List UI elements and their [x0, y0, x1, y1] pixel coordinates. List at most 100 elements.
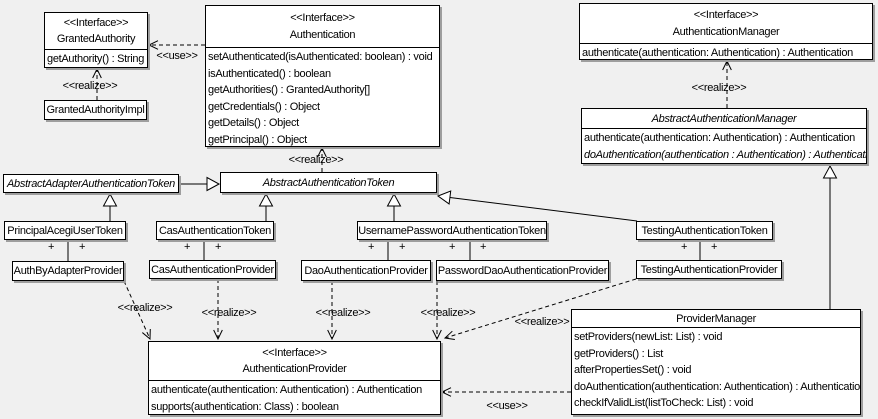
edge-realize-abstractauthenticationtoken-to-authentication[interactable]	[317, 146, 327, 172]
method-text: authenticate(authentication: Authenticat…	[584, 132, 855, 144]
open-arrowhead-icon	[440, 387, 452, 397]
open-arrowhead-icon	[142, 328, 151, 341]
methods-compartment: setAuthenticated(isAuthenticated: boolea…	[206, 47, 439, 150]
methods-compartment: getAuthority() : String	[45, 49, 147, 69]
methods-compartment: authenticate(authentication: Authenticat…	[582, 128, 866, 164]
class-name: GrantedAuthority	[56, 33, 136, 45]
edge-label: <<use>>	[156, 50, 197, 62]
edge-realize-abstractauthenticationmanager-to-authenticationmanager[interactable]	[722, 59, 732, 108]
class-title-compartment: <<Interface>> GrantedAuthority	[45, 13, 147, 49]
open-arrowhead-icon	[92, 67, 102, 79]
method-text: authenticate(authentication: Authenticat…	[151, 384, 422, 396]
edge-realize-testingauthenticationprovider-to-authenticationprovider[interactable]	[443, 278, 637, 340]
stereotype-label: <<Interface>>	[63, 17, 129, 29]
method-text: doAuthentication(authentication: Authent…	[574, 380, 860, 393]
edge-gen-providermanager-to-abstractauthenticationmanager[interactable]	[822, 164, 838, 309]
generalization-triangle-icon	[386, 192, 402, 207]
edge-use-authentication-to-grantedauthority[interactable]	[147, 40, 205, 50]
class-dao-authentication-provider[interactable]: DaoAuthenticationProvider	[301, 260, 431, 281]
edge-realize-casauthenticationprovider-to-authenticationprovider[interactable]	[213, 279, 223, 341]
edge-gen-usernamepasswordauthenticationtoken-to-abstractauthenticationtoken[interactable]	[386, 192, 402, 221]
stereotype-label: <<Interface>>	[262, 346, 327, 359]
generalization-triangle-icon	[206, 176, 221, 192]
class-auth-by-adapter-provider[interactable]: AuthByAdapterProvider	[12, 261, 124, 281]
class-testing-authentication-token[interactable]: TestingAuthenticationToken	[636, 221, 773, 240]
open-arrowhead-icon	[317, 146, 327, 158]
class-testing-authentication-provider[interactable]: TestingAuthenticationProvider	[636, 260, 782, 279]
class-title-compartment: GrantedAuthorityImpl	[45, 101, 146, 119]
class-name: UsernamePasswordAuthenticationToken	[358, 224, 546, 237]
class-granted-authority-impl[interactable]: GrantedAuthorityImpl	[44, 100, 147, 120]
class-password-dao-authentication-provider[interactable]: PasswordDaoAuthenticationProvider	[436, 260, 609, 281]
edge-label: <<realize>>	[118, 302, 173, 314]
method-text: supports(authentication: Class) : boolea…	[151, 400, 339, 413]
class-name: TestingAuthenticationProvider	[640, 263, 778, 276]
class-title-compartment: AbstractAuthenticationToken	[221, 173, 436, 192]
class-cas-authentication-provider[interactable]: CasAuthenticationProvider	[149, 260, 276, 279]
methods-compartment: authenticate(authentication: Authenticat…	[149, 380, 440, 416]
class-authentication-provider[interactable]: <<Interface>> AuthenticationProvider authe…	[148, 341, 441, 415]
edge-use-providermanager-to-authenticationprovider[interactable]	[440, 387, 571, 397]
edge-gen-principalacegiusertoken-to-abstractadapterauthenticationtoken[interactable]	[102, 192, 118, 221]
class-principal-acegi-user-token[interactable]: PrincipalAcegiUserToken	[4, 221, 126, 240]
stereotype-label: <<Interface>>	[693, 9, 759, 21]
edge-label: +	[480, 241, 486, 253]
class-title-compartment: <<Interface>>Authentication	[206, 6, 439, 47]
edge-realize-passworddaoauthenticationprovider-to-authenticationprovider[interactable]	[432, 281, 442, 341]
class-title-compartment: AuthByAdapterProvider	[13, 262, 123, 280]
class-title-compartment: <<Interface>> AuthenticationProvider	[149, 342, 440, 380]
edge-gen-testingauthenticationtoken-to-abstractauthenticationtoken[interactable]	[436, 190, 638, 222]
method-text: getDetails() : Object	[208, 117, 299, 130]
edge-realize-daoauthenticationprovider-to-authenticationprovider[interactable]	[327, 281, 337, 341]
method-text: isAuthenticated() : boolean	[208, 67, 331, 80]
edge-gen-abstractadapterauthenticationtoken-to-abstractauthenticationtoken[interactable]	[179, 176, 221, 192]
edge-realize-authbyadapterprovider-to-authenticationprovider[interactable]	[123, 280, 151, 341]
edge-label: <<use>>	[486, 400, 527, 412]
class-abstract-adapter-authentication-token[interactable]: AbstractAdapterAuthenticationToken	[3, 174, 179, 193]
class-name: AuthenticationProvider	[242, 363, 347, 376]
class-name: CasAuthenticationProvider	[151, 263, 274, 276]
edge-label: +	[368, 241, 374, 253]
generalization-triangle-icon	[822, 164, 838, 179]
class-abstract-authentication-token[interactable]: AbstractAuthenticationToken	[220, 172, 437, 193]
generalization-triangle-icon	[258, 192, 274, 207]
edge-label: +	[79, 241, 85, 253]
method-text: setAuthenticated(isAuthenticated: boolea…	[208, 51, 433, 63]
generalization-triangle-icon	[436, 190, 452, 205]
method-text: setProviders(newList: List) : void	[574, 331, 723, 343]
edge-realize-grantedauthorityimpl-to-grantedauthority[interactable]	[92, 67, 102, 100]
edge-label: <<realize>>	[692, 82, 747, 94]
open-arrowhead-icon	[327, 329, 337, 341]
open-arrowhead-icon	[443, 330, 455, 340]
class-name: PasswordDaoAuthenticationProvider	[437, 264, 608, 277]
class-title-compartment: PrincipalAcegiUserToken	[5, 222, 125, 239]
class-name: DaoAuthenticationProvider	[304, 264, 428, 277]
class-name: TestingAuthenticationToken	[641, 224, 768, 237]
class-title-compartment: DaoAuthenticationProvider	[302, 261, 430, 280]
edge-label: +	[681, 241, 687, 253]
class-title-compartment: UsernamePasswordAuthenticationToken	[358, 222, 546, 239]
class-name: PrincipalAcegiUserToken	[7, 224, 123, 237]
class-title-compartment: <<Interface>>AuthenticationManager	[580, 4, 872, 43]
open-arrowhead-icon	[147, 40, 159, 50]
edge-label: +	[711, 241, 717, 253]
method-text: authenticate(authentication: Authenticat…	[582, 47, 853, 59]
method-text: checkIfValidList(listToCheck: List) : vo…	[574, 397, 754, 410]
class-authentication-manager[interactable]: <<Interface>>AuthenticationManager authen…	[579, 3, 873, 60]
methods-compartment: authenticate(authentication: Authenticat…	[580, 43, 872, 63]
class-username-password-authentication-token[interactable]: UsernamePasswordAuthenticationToken	[357, 221, 547, 240]
method-text: getAuthorities() : GrantedAuthority[]	[208, 84, 370, 97]
class-granted-authority[interactable]: <<Interface>> GrantedAuthority getAuthorit…	[44, 12, 148, 68]
class-title-compartment: AbstractAdapterAuthenticationToken	[4, 175, 178, 192]
class-authentication[interactable]: <<Interface>>Authentication setAuthentica…	[205, 5, 440, 147]
open-arrowhead-icon	[722, 59, 732, 71]
class-cas-authentication-token[interactable]: CasAuthenticationToken	[156, 221, 274, 240]
edge-label: <<realize>>	[63, 80, 118, 92]
class-title-compartment: PasswordDaoAuthenticationProvider	[437, 261, 608, 280]
method-text: getPrincipal() : Object	[208, 133, 307, 146]
edge-gen-casauthenticationtoken-to-abstractauthenticationtoken[interactable]	[258, 192, 274, 221]
